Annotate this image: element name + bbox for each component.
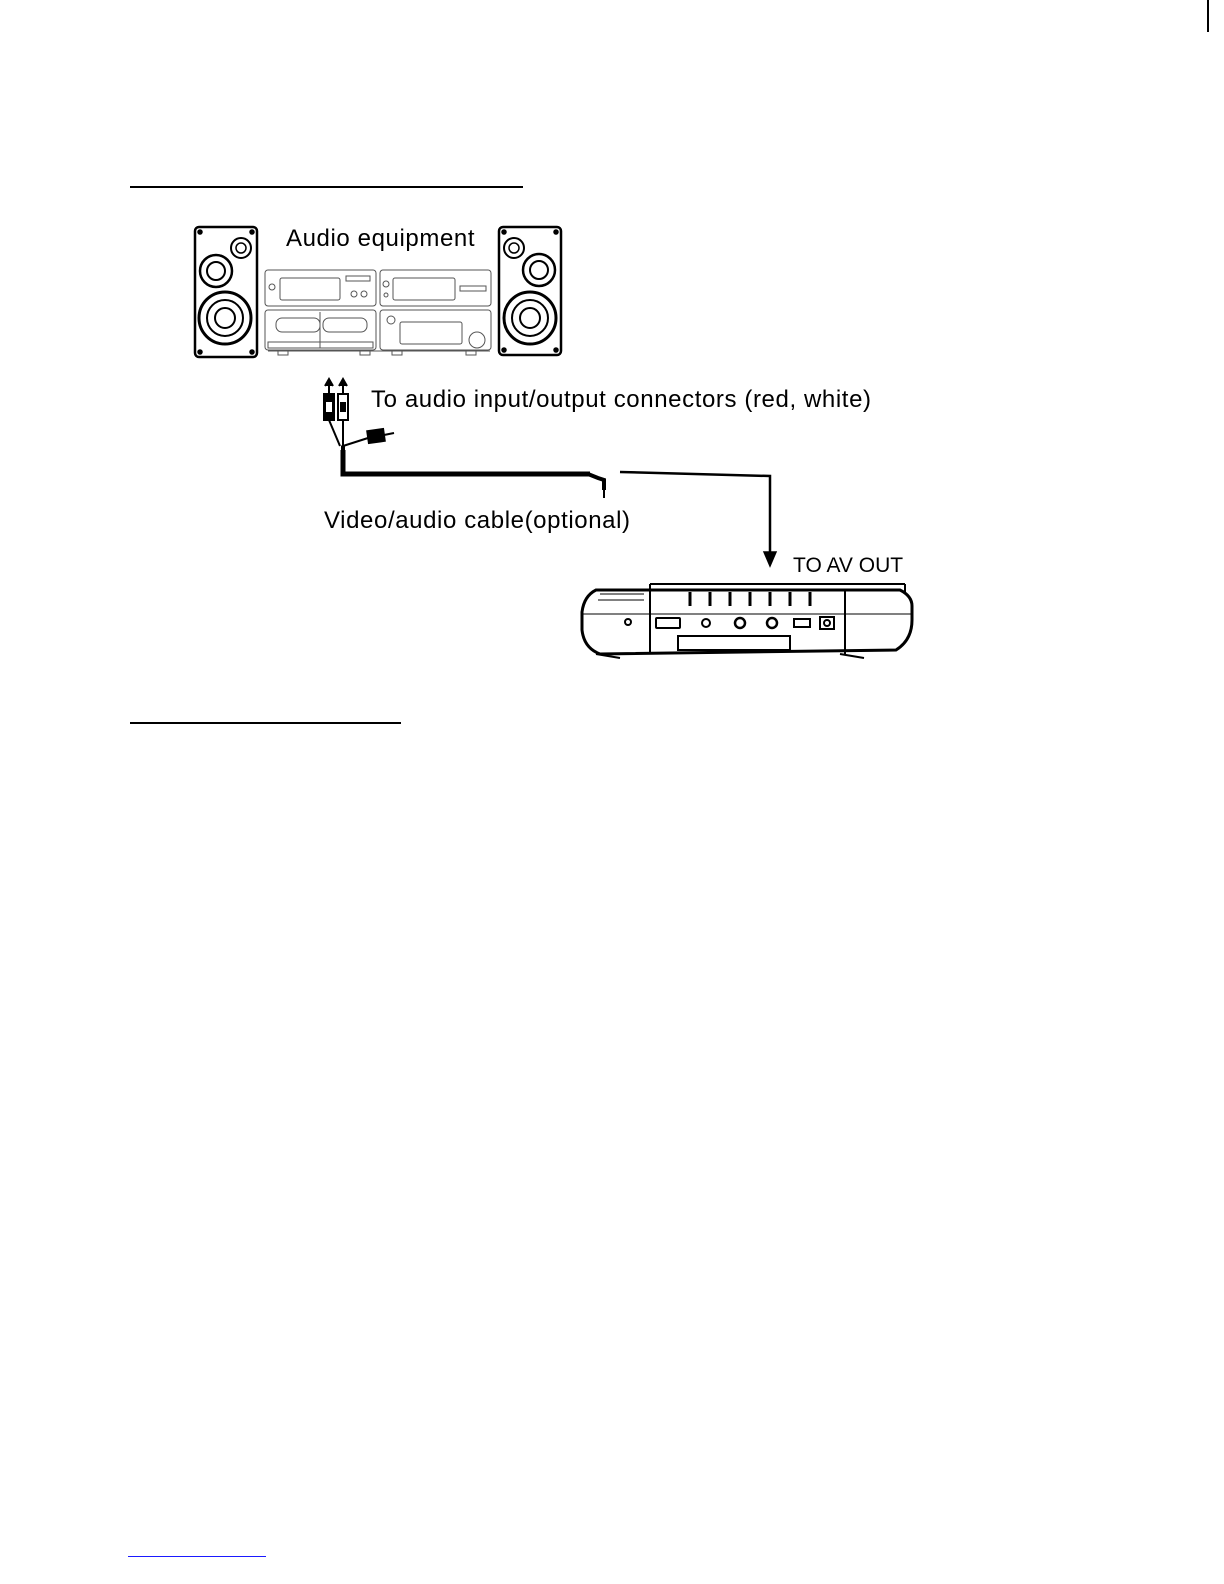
audio-connectors-label: To audio input/output connectors (red, w… <box>371 388 872 412</box>
av-out-label: TO AV OUT <box>793 555 903 576</box>
av-out-arrow-icon <box>620 472 776 566</box>
stereo-unit-icon <box>265 270 491 355</box>
link-underline <box>128 1556 266 1557</box>
left-speaker-icon <box>195 227 257 357</box>
audio-equipment-label: Audio equipment <box>286 227 475 251</box>
av-cable-icon <box>343 450 604 498</box>
portable-player-icon <box>582 584 912 658</box>
video-audio-cable-label: Video/audio cable(optional) <box>324 509 631 533</box>
right-speaker-icon <box>499 227 561 355</box>
connection-diagram <box>0 0 1224 760</box>
